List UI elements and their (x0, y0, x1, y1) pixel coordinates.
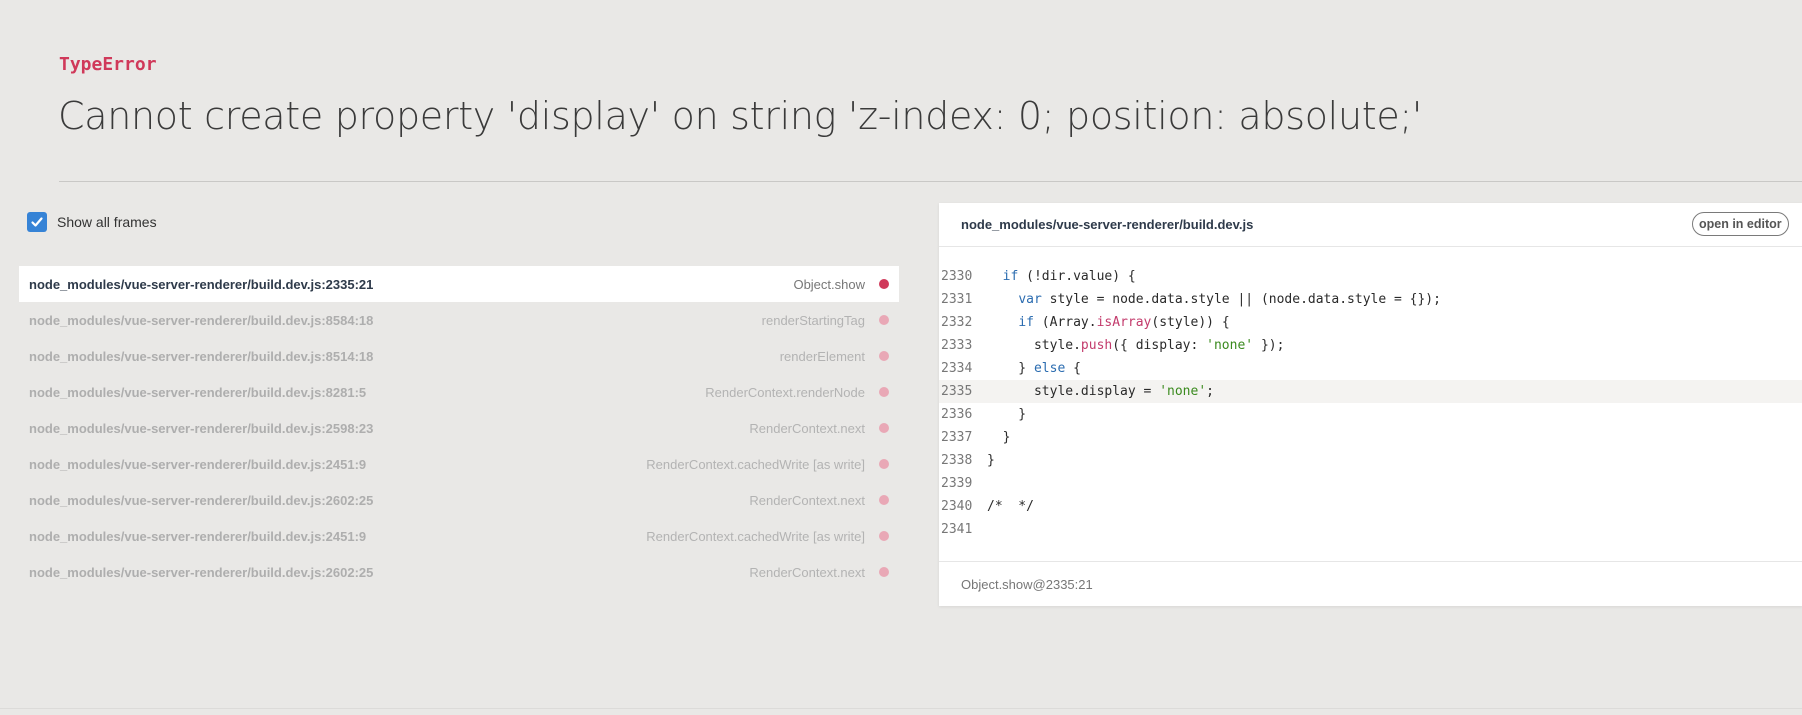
stack-frame[interactable]: node_modules/vue-server-renderer/build.d… (19, 266, 899, 302)
stack-frame[interactable]: node_modules/vue-server-renderer/build.d… (19, 482, 899, 518)
code-line: 2338} (939, 449, 1802, 472)
line-number: 2338 (941, 453, 973, 468)
line-code: /* */ (987, 499, 1034, 514)
bottom-border (0, 708, 1802, 709)
line-code: } (987, 430, 1011, 445)
frame-method: RenderContext.next (749, 492, 865, 508)
frame-dot-icon (879, 459, 889, 469)
line-number: 2336 (941, 407, 973, 422)
line-number: 2330 (941, 269, 973, 284)
line-code: style.push({ display: 'none' }); (987, 338, 1285, 353)
frame-dot-icon (879, 351, 889, 361)
code-line: 2339 (939, 472, 1802, 495)
code-body: 2330 if (!dir.value) {2331 var style = n… (939, 265, 1802, 541)
line-code: var style = node.data.style || (node.dat… (1018, 292, 1441, 307)
stack-frame[interactable]: node_modules/vue-server-renderer/build.d… (19, 410, 899, 446)
stack-frame[interactable]: node_modules/vue-server-renderer/build.d… (19, 302, 899, 338)
line-code: } (987, 407, 1027, 422)
frame-method: RenderContext.next (749, 564, 865, 580)
code-file-path: node_modules/vue-server-renderer/build.d… (961, 217, 1254, 232)
frame-dot-icon (879, 495, 889, 505)
line-number: 2331 (941, 292, 973, 307)
line-number: 2333 (941, 338, 973, 353)
code-line: 2332 if (Array.isArray(style)) { (939, 311, 1802, 334)
code-line: 2334 } else { (939, 357, 1802, 380)
frame-file: node_modules/vue-server-renderer/build.d… (29, 276, 374, 292)
toggle-label: Show all frames (57, 214, 157, 230)
stack-frame[interactable]: node_modules/vue-server-renderer/build.d… (19, 446, 899, 482)
line-code: if (Array.isArray(style)) { (1018, 315, 1230, 330)
line-number: 2337 (941, 430, 973, 445)
checkbox[interactable] (27, 212, 47, 232)
line-code: } (987, 453, 995, 468)
stack-frame[interactable]: node_modules/vue-server-renderer/build.d… (19, 374, 899, 410)
frame-method: RenderContext.renderNode (705, 384, 865, 400)
code-line: 2335 style.display = 'none'; (939, 380, 1802, 403)
error-type: TypeError (59, 54, 157, 75)
code-line: 2333 style.push({ display: 'none' }); (939, 334, 1802, 357)
code-header: node_modules/vue-server-renderer/build.d… (939, 203, 1802, 247)
frame-dot-icon (879, 315, 889, 325)
checkmark-icon (31, 217, 43, 227)
line-number: 2334 (941, 361, 973, 376)
frame-file: node_modules/vue-server-renderer/build.d… (29, 492, 374, 508)
line-number: 2335 (941, 384, 973, 399)
frame-location: Object.show@2335:21 (961, 577, 1093, 592)
frame-method: RenderContext.next (749, 420, 865, 436)
frame-file: node_modules/vue-server-renderer/build.d… (29, 528, 367, 544)
frame-file: node_modules/vue-server-renderer/build.d… (29, 348, 374, 364)
code-line: 2337 } (939, 426, 1802, 449)
open-in-editor-button[interactable]: open in editor (1692, 212, 1789, 236)
frame-dot-icon (879, 531, 889, 541)
stack-frame[interactable]: node_modules/vue-server-renderer/build.d… (19, 338, 899, 374)
frame-method: RenderContext.cachedWrite [as write] (646, 528, 865, 544)
line-number: 2340 (941, 499, 973, 514)
frame-file: node_modules/vue-server-renderer/build.d… (29, 420, 374, 436)
error-message: Cannot create property 'display' on stri… (58, 94, 1423, 138)
line-number: 2341 (941, 522, 973, 537)
stack-frame[interactable]: node_modules/vue-server-renderer/build.d… (19, 518, 899, 554)
stack-frame[interactable]: node_modules/vue-server-renderer/build.d… (19, 554, 899, 590)
frame-file: node_modules/vue-server-renderer/build.d… (29, 312, 374, 328)
line-number: 2332 (941, 315, 973, 330)
code-panel: node_modules/vue-server-renderer/build.d… (939, 203, 1802, 606)
line-code: style.display = 'none'; (987, 384, 1214, 399)
frame-method: Object.show (793, 276, 865, 292)
line-code: if (!dir.value) { (1002, 269, 1136, 284)
frame-list: node_modules/vue-server-renderer/build.d… (19, 266, 899, 590)
line-number: 2339 (941, 476, 973, 491)
frame-dot-icon (879, 279, 889, 289)
code-line: 2340 /* */ (939, 495, 1802, 518)
frame-method: renderStartingTag (761, 312, 865, 328)
show-all-frames-toggle[interactable]: Show all frames (27, 212, 157, 232)
frame-dot-icon (879, 387, 889, 397)
code-footer: Object.show@2335:21 (939, 561, 1802, 607)
frame-file: node_modules/vue-server-renderer/build.d… (29, 456, 367, 472)
line-code: } else { (987, 361, 1081, 376)
code-line: 2336 } (939, 403, 1802, 426)
code-line: 2330 if (!dir.value) { (939, 265, 1802, 288)
code-line: 2341 (939, 518, 1802, 541)
code-line: 2331 var style = node.data.style || (nod… (939, 288, 1802, 311)
frame-dot-icon (879, 567, 889, 577)
frame-dot-icon (879, 423, 889, 433)
frame-method: RenderContext.cachedWrite [as write] (646, 456, 865, 472)
divider (59, 181, 1802, 182)
frame-file: node_modules/vue-server-renderer/build.d… (29, 384, 367, 400)
frame-method: renderElement (779, 348, 865, 364)
frame-file: node_modules/vue-server-renderer/build.d… (29, 564, 374, 580)
